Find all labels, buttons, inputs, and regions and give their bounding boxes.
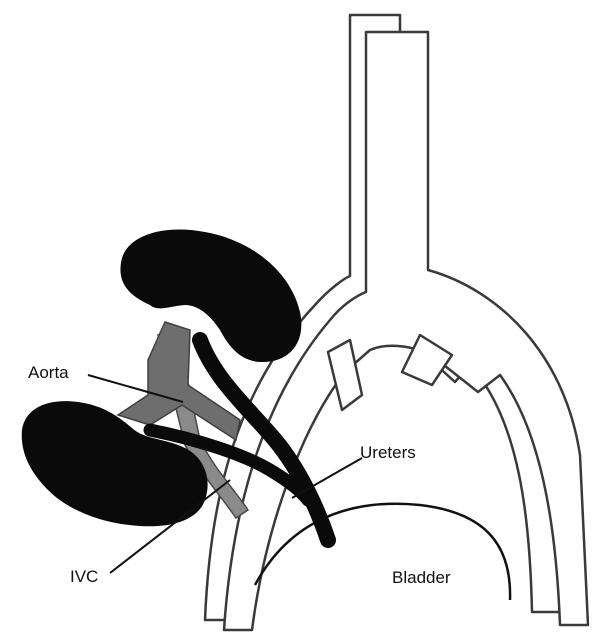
aorta-label: Aorta: [28, 363, 69, 382]
ureters-label: Ureters: [360, 443, 416, 462]
kidney-upper: [120, 229, 301, 362]
ivc-label: IVC: [70, 567, 98, 586]
bladder-label: Bladder: [392, 568, 451, 587]
bladder-outline: [255, 504, 510, 600]
